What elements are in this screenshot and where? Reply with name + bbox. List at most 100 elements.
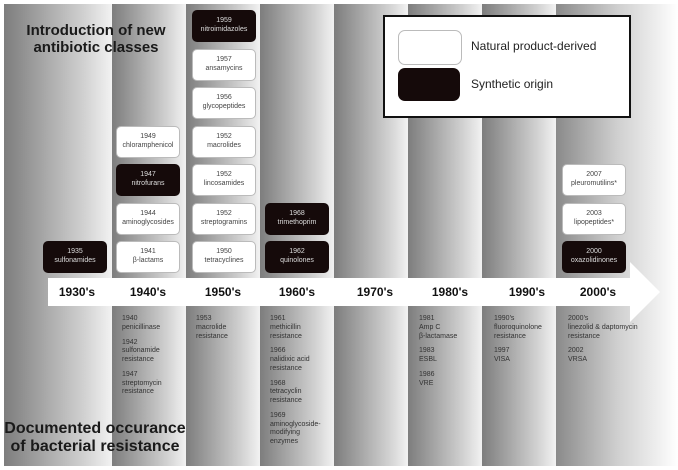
resistance-text: fluoroquinolone: [494, 323, 542, 331]
class-name: oxazolidinones: [570, 257, 618, 264]
decade-label: 1930's: [58, 285, 96, 299]
resistance-text: 1961: [270, 315, 286, 322]
decade-label: 1950's: [204, 285, 242, 299]
resistance-text: VRSA: [568, 356, 588, 363]
resistance-text: 1968: [270, 379, 286, 387]
timeline-arrow-band: [48, 278, 632, 306]
resistance-text: 1953: [196, 315, 212, 322]
class-name: ansamycins: [205, 64, 243, 72]
column-1950s: [186, 4, 260, 466]
decade-label: 1940's: [129, 285, 167, 299]
decade-label: 1990's: [508, 285, 546, 299]
class-year: 2000: [586, 248, 602, 256]
class-name: sulfonamides: [54, 257, 96, 264]
resistance-text: enzymes: [270, 438, 299, 445]
resistance-text: 1986: [419, 370, 435, 378]
resistance-text: 1966: [270, 347, 286, 355]
resistance-text: 1947: [122, 370, 138, 378]
resistance-text: 1997: [494, 347, 510, 355]
resistance-text: resistance: [270, 397, 302, 404]
class-year: 1944: [140, 209, 156, 217]
decade-label: 1960's: [278, 285, 316, 299]
resistance-text: aminoglycoside-: [270, 420, 321, 428]
class-year: 1952: [216, 209, 232, 217]
bottom-title-line1: Documented occurance: [4, 420, 186, 437]
resistance-text: 2000's: [568, 315, 589, 322]
top-title-line1: Introduction of new: [26, 22, 166, 39]
resistance-text: 1990's: [494, 315, 515, 322]
class-name: nitrofurans: [131, 180, 165, 187]
class-name: pleuromutilins*: [571, 180, 617, 187]
class-year: 1959: [216, 17, 232, 25]
decade-label: 2000's: [579, 285, 617, 299]
class-name: trimethoprim: [277, 218, 317, 226]
resistance-text: VISA: [494, 356, 510, 363]
resistance-text: 2002: [568, 347, 584, 355]
decade-label: 1980's: [431, 285, 469, 299]
class-name: β-lactams: [132, 257, 164, 264]
resistance-text: resistance: [568, 332, 600, 340]
timeline-arrow-head: [630, 262, 660, 322]
legend-synthetic-swatch: [398, 68, 460, 101]
class-year: 1968: [289, 209, 305, 217]
resistance-text: 1942: [122, 338, 138, 346]
top-title: Introduction of new antibiotic classes: [16, 22, 176, 57]
resistance-text: linezolid & daptomycin: [568, 323, 638, 331]
resistance-text: Amp C: [419, 323, 441, 331]
class-name: aminoglycosides: [122, 218, 174, 226]
class-name: chloramphenicol: [122, 141, 174, 149]
resistance-text: penicillinase: [122, 323, 161, 331]
resistance-text: 1969: [270, 411, 286, 419]
resistance-text: resistance: [270, 364, 302, 372]
class-year: 1947: [140, 171, 156, 179]
resistance-text: streptomycin: [122, 379, 162, 387]
class-year: 1941: [140, 248, 156, 256]
class-year: 1950: [216, 248, 232, 256]
resistance-text: VRE: [419, 379, 434, 387]
bottom-title: Documented occurance of bacterial resist…: [2, 420, 188, 457]
class-name: quinolones: [280, 257, 314, 264]
resistance-text: resistance: [122, 356, 154, 363]
resistance-text: tetracyclin: [270, 388, 302, 396]
column-1940s: [112, 4, 186, 466]
class-year: 1952: [216, 171, 232, 179]
class-name: macrolides: [207, 141, 241, 149]
resistance-text: 1981: [419, 315, 435, 322]
resistance-text: 1983: [419, 347, 435, 355]
legend-synthetic-label: Synthetic origin: [471, 77, 554, 91]
resistance-text: β-lactamase: [419, 332, 458, 340]
resistance-text: resistance: [270, 332, 302, 340]
resistance-text: modifying: [270, 429, 300, 437]
class-name: nitroimidazoles: [200, 26, 248, 33]
resistance-text: ESBL: [419, 356, 437, 363]
top-title-line2: antibiotic classes: [33, 39, 159, 57]
class-year: 2003: [586, 209, 602, 217]
resistance-text: macrolide: [196, 323, 227, 331]
